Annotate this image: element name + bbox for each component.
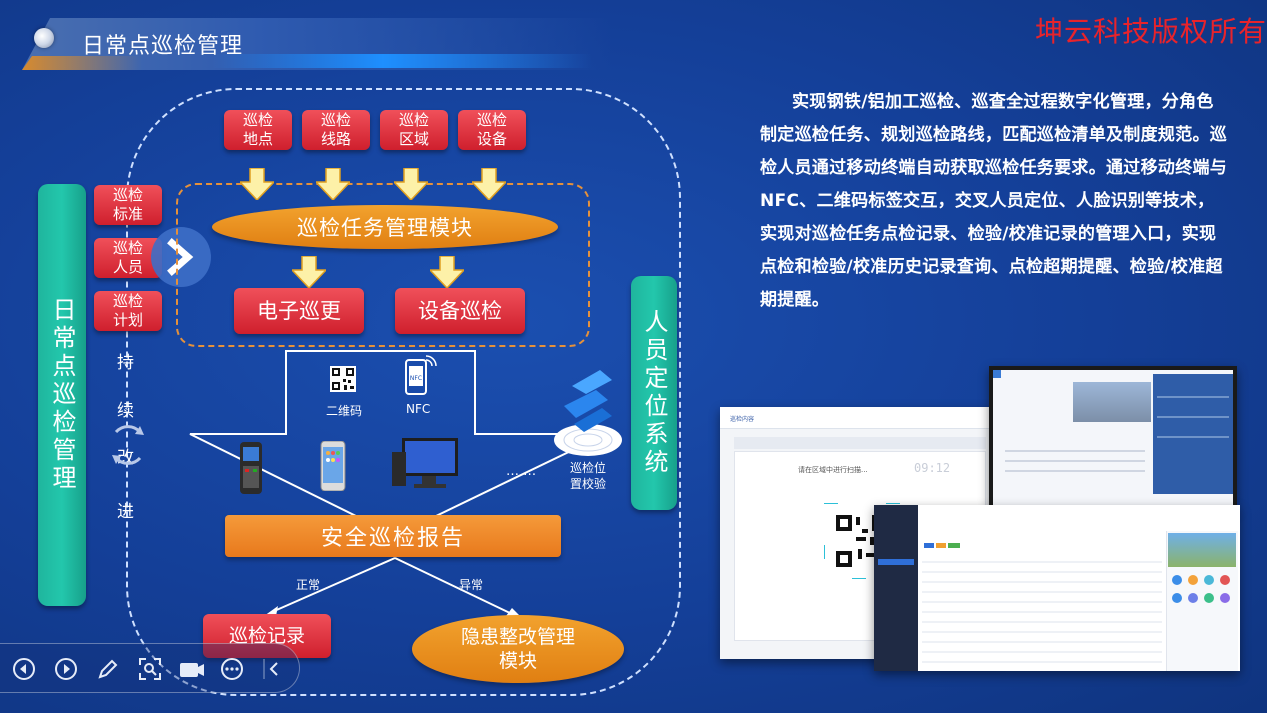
previous-slide-button[interactable] <box>12 657 36 681</box>
zoom-icon <box>139 658 161 680</box>
left-bar-daily-inspection: 日常点巡检管理 <box>38 184 86 606</box>
improve-char-1: 持 <box>117 353 134 373</box>
description-text: 实现钢铁/铝加工巡检、巡查全过程数字化管理，分角色制定巡检任务、规划巡检路线，匹… <box>760 92 1228 310</box>
position-check-icon <box>554 370 622 456</box>
right-bar-personnel-positioning: 人员定位系统 <box>631 276 677 510</box>
title-accent <box>22 56 142 70</box>
title-bullet-icon <box>34 28 54 48</box>
previous-icon <box>13 658 35 680</box>
arrow-down-icon <box>292 256 326 288</box>
more-icon <box>221 658 243 680</box>
safety-inspection-report: 安全巡检报告 <box>225 515 561 557</box>
task-module-container <box>176 183 590 347</box>
collapse-toolbar-button[interactable] <box>262 657 286 681</box>
scan-screen-title: 巡检内容 <box>730 416 755 423</box>
box-inspection-standard: 巡检 标准 <box>94 185 162 225</box>
desktop-computer-icon <box>392 438 458 488</box>
electronic-patrol-box: 电子巡更 <box>234 288 364 334</box>
arrow-down-icon <box>430 256 464 288</box>
dashboard-screen-mockup <box>874 505 1240 671</box>
scan-clock: 09:12 <box>914 461 951 475</box>
handheld-terminal-icon <box>240 442 262 494</box>
branch-label-normal: 正常 <box>296 578 321 592</box>
pen-icon <box>98 659 118 679</box>
position-check-label: 巡检位 置校验 <box>570 461 607 491</box>
improve-char-4: 进 <box>117 502 134 522</box>
svg-text:NFC: NFC <box>410 375 422 382</box>
pen-tool-button[interactable] <box>96 657 120 681</box>
task-management-module: 巡检任务管理模块 <box>212 205 558 249</box>
chevron-left-icon <box>263 659 278 679</box>
improve-char-2: 续 <box>117 401 134 421</box>
presentation-toolbar <box>0 643 300 693</box>
watermark: 坤云科技版权所有 <box>1034 15 1267 48</box>
inspection-record-box: 巡检记录 <box>203 614 331 658</box>
nfc-label: NFC <box>406 402 431 416</box>
camera-button[interactable] <box>178 657 206 681</box>
scan-prompt: 请在区域中进行扫描... <box>798 466 868 474</box>
equipment-inspection-box: 设备巡检 <box>395 288 525 334</box>
branch-arrows <box>264 557 522 618</box>
more-options-button[interactable] <box>220 657 244 681</box>
arrow-down-icon <box>394 168 428 200</box>
box-inspection-personnel: 巡检 人员 <box>94 238 162 278</box>
box-inspection-location: 巡检 地点 <box>224 110 292 150</box>
qr-code-icon <box>330 366 356 392</box>
arrow-down-icon <box>240 168 274 200</box>
nfc-phone-icon: NFC <box>405 355 437 395</box>
qr-code-label: 二维码 <box>326 404 363 418</box>
box-inspection-equipment: 巡检 设备 <box>458 110 526 150</box>
more-devices-ellipsis: … … <box>506 464 537 479</box>
arrow-down-icon <box>472 168 506 200</box>
cycle-icon <box>112 425 144 465</box>
title-bar: 日常点巡检管理 <box>22 18 612 70</box>
box-inspection-area: 巡检 区域 <box>380 110 448 150</box>
monitor-screen-mockup <box>989 366 1237 509</box>
title-shine <box>212 54 592 68</box>
smartphone-icon <box>320 441 346 491</box>
next-slide-button[interactable] <box>54 657 78 681</box>
box-inspection-plan: 巡检 计划 <box>94 291 162 331</box>
inspection-loop <box>126 88 681 696</box>
camera-icon <box>180 663 204 677</box>
arrow-down-icon <box>316 168 350 200</box>
branch-label-abnormal: 异常 <box>459 578 484 592</box>
next-icon <box>55 658 77 680</box>
box-inspection-route: 巡检 线路 <box>302 110 370 150</box>
page-title: 日常点巡检管理 <box>82 34 244 59</box>
zoom-button[interactable] <box>138 657 162 681</box>
hazard-rectification-module: 隐患整改管理 模块 <box>412 615 624 683</box>
